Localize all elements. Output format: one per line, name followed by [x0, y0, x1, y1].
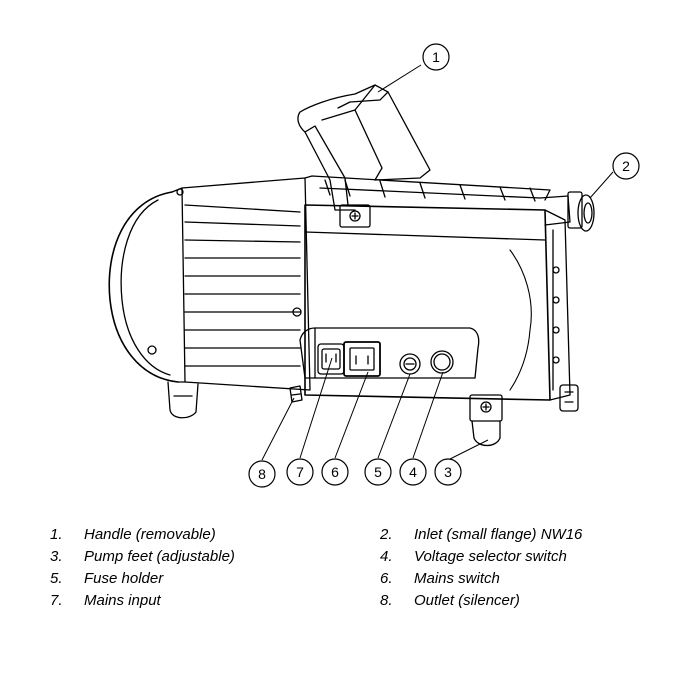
fuse-holder	[399, 353, 421, 375]
callout-number-1: 1	[432, 49, 440, 65]
legend-number: 4.	[380, 548, 393, 565]
legend-label: Fuse holder	[84, 570, 164, 587]
legend-label: Mains input	[84, 592, 161, 609]
legend-number: 3.	[50, 548, 63, 565]
legend-number: 5.	[50, 570, 63, 587]
motor-end-cap	[108, 187, 186, 383]
leader-line-8	[261, 397, 295, 461]
legend-label: Pump feet (adjustable)	[84, 548, 235, 565]
legend-number: 7.	[50, 592, 63, 609]
callout-circle-5	[364, 458, 392, 486]
mains-input-socket	[317, 343, 345, 375]
leader-line-2	[589, 171, 614, 199]
inlet-flange	[539, 191, 595, 232]
pump-foot-left	[167, 381, 199, 419]
callout-number-7: 7	[296, 464, 304, 480]
leader-line-4	[412, 371, 444, 459]
callout-circle-7	[286, 458, 314, 486]
callout-number-4: 4	[409, 464, 417, 480]
handle	[297, 84, 431, 228]
mains-switch	[343, 341, 381, 377]
callout-circle-3	[434, 458, 462, 486]
leader-line-6	[334, 371, 369, 459]
leader-line-1	[377, 64, 422, 93]
control-panel	[299, 327, 480, 379]
legend-number: 8.	[380, 592, 393, 609]
legend-label: Voltage selector switch	[414, 548, 567, 565]
outlet-silencer	[289, 385, 303, 403]
parts-legend: 1. Handle (removable) 2. Inlet (small fl…	[0, 520, 700, 620]
legend-label: Mains switch	[414, 570, 500, 587]
pump-illustration: 1 2 3 4 5 6 7 8	[108, 43, 640, 488]
pump-foot-right	[469, 394, 503, 447]
legend-label: Outlet (silencer)	[414, 592, 520, 609]
legend-label: Inlet (small flange) NW16	[414, 526, 583, 543]
legend-number: 6.	[380, 570, 393, 587]
callout-circle-2	[612, 152, 640, 180]
leader-line-3	[447, 439, 489, 461]
voltage-selector	[430, 350, 454, 374]
legend-number: 2.	[380, 526, 393, 543]
callout-number-2: 2	[622, 158, 630, 174]
top-fins	[304, 175, 551, 202]
callout-number-8: 8	[258, 466, 266, 482]
leader-line-5	[377, 373, 411, 459]
side-fitting	[559, 384, 579, 412]
callout-number-5: 5	[374, 464, 382, 480]
legend-label: Handle (removable)	[84, 526, 216, 543]
legend-number: 1.	[50, 526, 63, 543]
callout-circle-1	[422, 43, 450, 71]
callout-number-3: 3	[444, 464, 452, 480]
leader-line-7	[299, 357, 333, 459]
callout-circle-6	[321, 458, 349, 486]
motor-fins	[181, 177, 311, 391]
callout-number-6: 6	[331, 464, 339, 480]
callout-circle-4	[399, 458, 427, 486]
callout-circle-8	[248, 460, 276, 488]
